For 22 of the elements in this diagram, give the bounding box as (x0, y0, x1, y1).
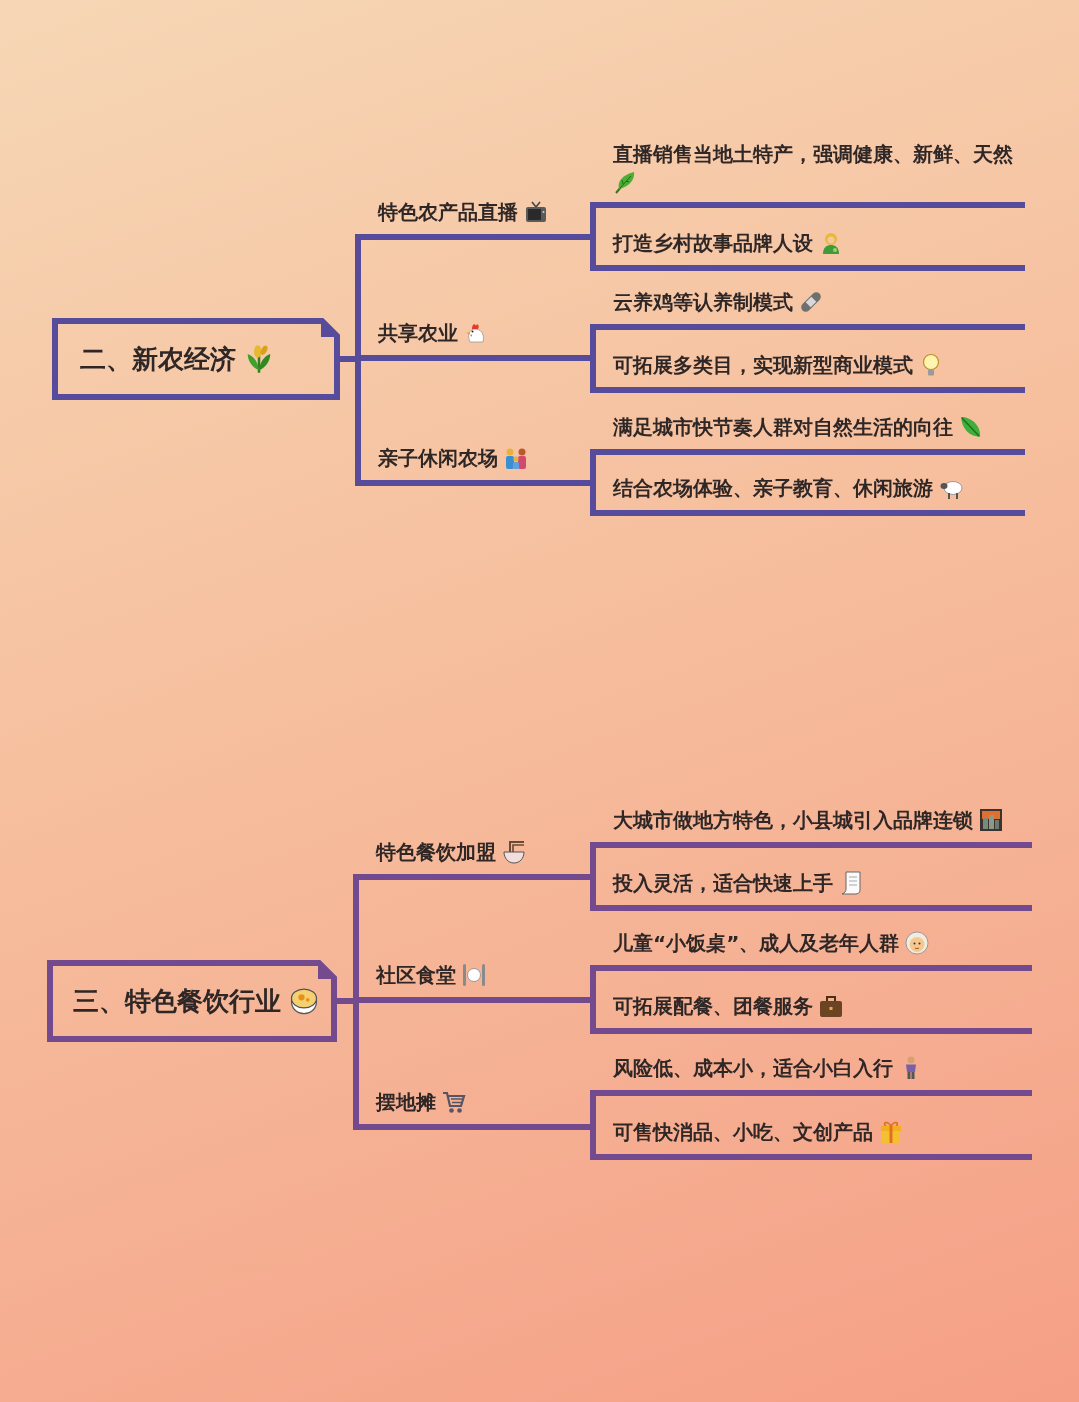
subtopic-text: 投入灵活，适合快速上手 (613, 871, 833, 895)
topic-text: 摆地摊 (376, 1090, 436, 1114)
subtopic-text: 直播销售当地土特产，强调健康、新鲜、天然 (613, 142, 1013, 166)
subtopic-text: 可售快消品、小吃、文创产品 (613, 1120, 873, 1144)
topic-text: 社区食堂 (376, 963, 456, 987)
subtopic-text: 云养鸡等认养制模式 (613, 290, 793, 314)
topic-text: 特色餐饮加盟 (376, 840, 496, 864)
topic-text: 共享农业 (378, 321, 458, 345)
subtopic-text: 儿童“小饭桌”、成人及老年人群 (613, 931, 900, 955)
subtopic-text: 风险低、成本小，适合小白入行 (613, 1056, 893, 1080)
topic-text: 特色农产品直播 (378, 200, 518, 224)
subtopic-text: 结合农场体验、亲子教育、休闲旅游 (613, 476, 933, 500)
subtopic-text: 打造乡村故事品牌人设 (613, 231, 813, 255)
subtopic-text: 可拓展配餐、团餐服务 (613, 994, 813, 1018)
subtopic-text: 大城市做地方特色，小县城引入品牌连锁 (613, 808, 973, 832)
topic-text: 亲子休闲农场 (378, 446, 498, 470)
branch-connector (340, 356, 364, 486)
root-title: 三、特色餐饮行业 (73, 984, 281, 1018)
branch-connector (337, 998, 362, 1130)
root-title: 二、新农经济 (80, 342, 236, 376)
subtopic-text: 可拓展多类目，实现新型商业模式 (613, 353, 913, 377)
subtopic-text: 满足城市快节奏人群对自然生活的向往 (613, 415, 953, 439)
